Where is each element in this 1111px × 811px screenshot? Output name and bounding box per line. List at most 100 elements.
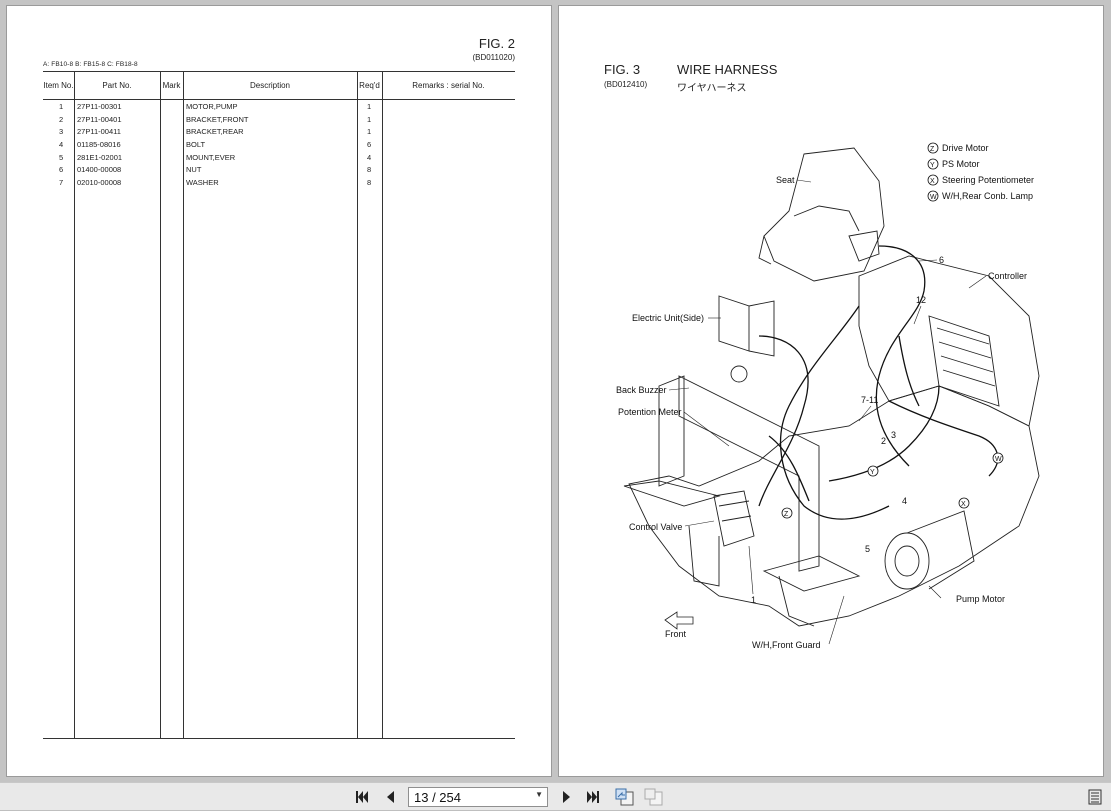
figure-title-jp: ワイヤハーネス <box>677 83 747 94</box>
document-menu-icon <box>1088 789 1102 805</box>
cell-description: MOUNT,EVER <box>186 152 236 162</box>
dropdown-caret-icon[interactable]: ▼ <box>535 790 543 799</box>
label-pump-motor: Pump Motor <box>956 594 1005 604</box>
front-arrow-icon <box>664 611 694 630</box>
seat-outline <box>763 147 885 282</box>
legend-symbol: W <box>930 194 937 201</box>
cell-description: NUT <box>186 165 202 175</box>
figure-title: WIRE HARNESS <box>677 62 778 77</box>
fig-label: FIG. 2 <box>478 36 515 51</box>
table-col-divider <box>74 72 75 738</box>
legend-text: Drive Motor <box>942 143 989 153</box>
page-number-input[interactable] <box>409 788 534 806</box>
table-row: 4 01185-08016 BOLT 6 <box>43 140 515 153</box>
table-body: 1 27P11-00301 MOTOR,PUMP 1 2 27P11-00401… <box>43 102 515 191</box>
label-wh-front-guard: W/H,Front Guard <box>752 640 821 650</box>
cell-reqd: 4 <box>367 152 372 162</box>
connector-marker: Y <box>870 469 875 476</box>
harness-wire <box>898 335 920 407</box>
cell-reqd: 1 <box>367 127 372 137</box>
previous-page-button[interactable] <box>382 788 400 806</box>
leader-7-11 <box>858 405 872 422</box>
pump-motor-end <box>884 532 930 590</box>
harness-wire <box>875 245 926 467</box>
controller-box <box>928 315 1000 407</box>
legend-symbol: X <box>930 178 935 185</box>
seat-cushion-line <box>793 205 860 232</box>
label-back-buzzer: Back Buzzer <box>616 385 667 395</box>
cell-part: 27P11-00401 <box>77 114 122 124</box>
label-potention-meter: Potention Meter <box>618 407 682 417</box>
step-plate <box>623 480 721 507</box>
cell-reqd: 8 <box>367 165 372 175</box>
table-row: 3 27P11-00411 BRACKET,REAR 1 <box>43 127 515 140</box>
electric-unit-box <box>718 295 750 352</box>
electric-unit-side <box>748 300 775 357</box>
cell-part: 01400-00008 <box>77 165 122 175</box>
page-number-selector[interactable]: ▼ <box>408 787 548 807</box>
callout-number: 2 <box>881 436 886 446</box>
cell-description: WASHER <box>186 178 219 188</box>
cell-item: 6 <box>59 165 64 175</box>
label-controller: Controller <box>988 271 1027 281</box>
cell-description: BRACKET,REAR <box>186 127 244 137</box>
cell-description: BOLT <box>186 140 206 150</box>
leader-seat <box>796 179 812 183</box>
two-page-view-icon <box>644 788 663 806</box>
page-view-icon <box>615 788 634 806</box>
cell-description: MOTOR,PUMP <box>186 102 238 111</box>
menu-button[interactable] <box>1086 788 1104 806</box>
truck-body <box>623 255 1040 627</box>
rear-body <box>858 255 1040 427</box>
harness-wire <box>888 400 999 477</box>
pump-motor-hub <box>894 545 920 577</box>
connector-marker: Z <box>784 511 789 518</box>
harness-wire <box>768 435 810 502</box>
header-reqd: Req'd <box>359 81 380 90</box>
cell-part: 27P11-00411 <box>77 127 121 137</box>
first-page-icon <box>356 791 368 803</box>
callout-number: 12 <box>916 295 926 305</box>
next-page-button[interactable] <box>557 788 575 806</box>
legend-symbol: Y <box>930 162 935 169</box>
cell-item: 1 <box>59 102 64 111</box>
table-row: 1 27P11-00301 MOTOR,PUMP 1 <box>43 102 515 115</box>
next-page-icon <box>563 791 570 803</box>
control-valve-sections <box>718 500 752 522</box>
pump-motor-body <box>906 510 975 590</box>
cell-part: 27P11-00301 <box>77 102 122 111</box>
last-page-icon <box>587 791 599 803</box>
document-viewer: FIG. 2 (BD011020) A: FB10-8 B: FB15-8 C:… <box>7 6 1103 776</box>
callout-number: 5 <box>865 544 870 554</box>
callout-number: 6 <box>939 255 944 265</box>
leader-lines <box>668 179 987 645</box>
label-electric-unit: Electric Unit(Side) <box>632 313 704 323</box>
label-seat: Seat <box>776 175 795 185</box>
leader-potention-meter <box>683 411 730 447</box>
model-list: A: FB10-8 B: FB15-8 C: FB18-8 <box>43 61 138 68</box>
cell-part: 281E1-02001 <box>77 152 123 162</box>
front-pillar <box>658 375 685 487</box>
control-valve-body <box>713 490 755 547</box>
last-page-button[interactable] <box>584 788 602 806</box>
leader-12 <box>913 305 922 325</box>
wire-harness-diagram: Z Drive Motor Y PS Motor X Steering Pote… <box>616 142 1040 650</box>
floor-plate <box>762 555 861 592</box>
double-page-view-button[interactable] <box>643 788 665 806</box>
header-part: Part No. <box>102 81 132 90</box>
single-page-view-button[interactable] <box>614 788 636 806</box>
electric-unit-motor <box>730 365 748 383</box>
table-col-divider <box>160 72 161 738</box>
legend-text: PS Motor <box>942 159 980 169</box>
leader-controller <box>968 275 987 289</box>
leader-pump-motor <box>928 585 942 599</box>
seat-handle <box>848 230 880 262</box>
legend-symbol-circle <box>927 174 939 186</box>
cell-reqd: 6 <box>367 140 372 150</box>
parts-table: Item No. Part No. Mark Description Req'd… <box>43 71 515 739</box>
first-page-button[interactable] <box>353 788 371 806</box>
fig-code: (BD011020) <box>472 53 515 62</box>
legend-text: W/H,Rear Conb. Lamp <box>942 191 1033 201</box>
front-arrow: Front <box>664 611 694 639</box>
frame-curve <box>778 575 815 627</box>
